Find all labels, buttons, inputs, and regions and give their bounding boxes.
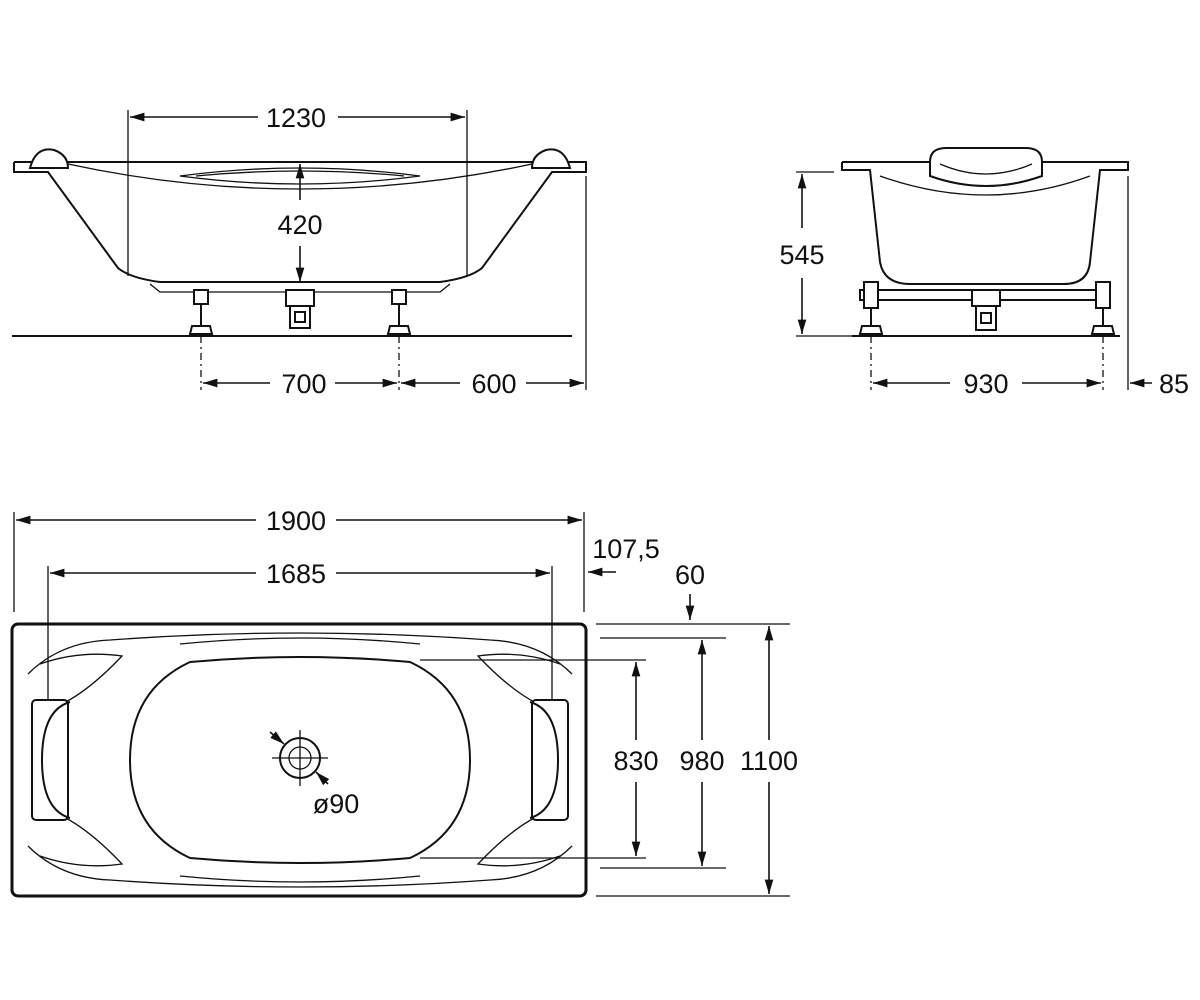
dim-plan-outer-length: 1900 [266, 506, 326, 536]
dim-end-height: 545 [779, 240, 824, 270]
end-tub-shell [841, 161, 1129, 285]
plan-headrest-left [31, 699, 71, 821]
dim-plan-mid-width: 980 [679, 746, 724, 776]
dim-end-leg-spacing: 930 [963, 369, 1008, 399]
dim-plan-outer-width: 1100 [740, 746, 798, 776]
end-support-frame [858, 281, 1116, 335]
dim-plan-inner-width: 830 [613, 746, 658, 776]
dim-drain-diameter: ø90 [313, 789, 360, 819]
dim-plan-inner-length: 1685 [266, 559, 326, 589]
dim-side-inner-length: 1230 [266, 103, 326, 133]
side-leg-left [188, 289, 214, 335]
side-headrest-right [530, 148, 572, 169]
plan-view: ø90 1900 1685 107,5 60 830 980 [10, 506, 798, 898]
dim-side-leg-offset: 600 [471, 369, 516, 399]
dim-end-rim-offset: 85 [1159, 369, 1189, 399]
side-drain-trap [285, 289, 315, 329]
side-elevation-view: 1230 420 700 600 [12, 103, 587, 399]
plan-inner-basin [128, 656, 472, 864]
plan-headrest-right [529, 699, 569, 821]
side-tub-shell [13, 161, 587, 283]
dim-side-leg-spacing: 700 [281, 369, 326, 399]
end-headrest [929, 147, 1043, 187]
side-leg-right [386, 289, 412, 335]
dim-side-depth: 420 [277, 210, 322, 240]
dim-plan-side-offset: 60 [675, 560, 705, 590]
plan-outer-rim [10, 622, 588, 898]
dim-plan-end-offset: 107,5 [592, 534, 660, 564]
side-headrest-left [28, 148, 70, 169]
end-elevation-view: 545 930 85 [779, 147, 1189, 399]
side-grip-outline [179, 167, 421, 185]
plan-drain [269, 730, 330, 786]
